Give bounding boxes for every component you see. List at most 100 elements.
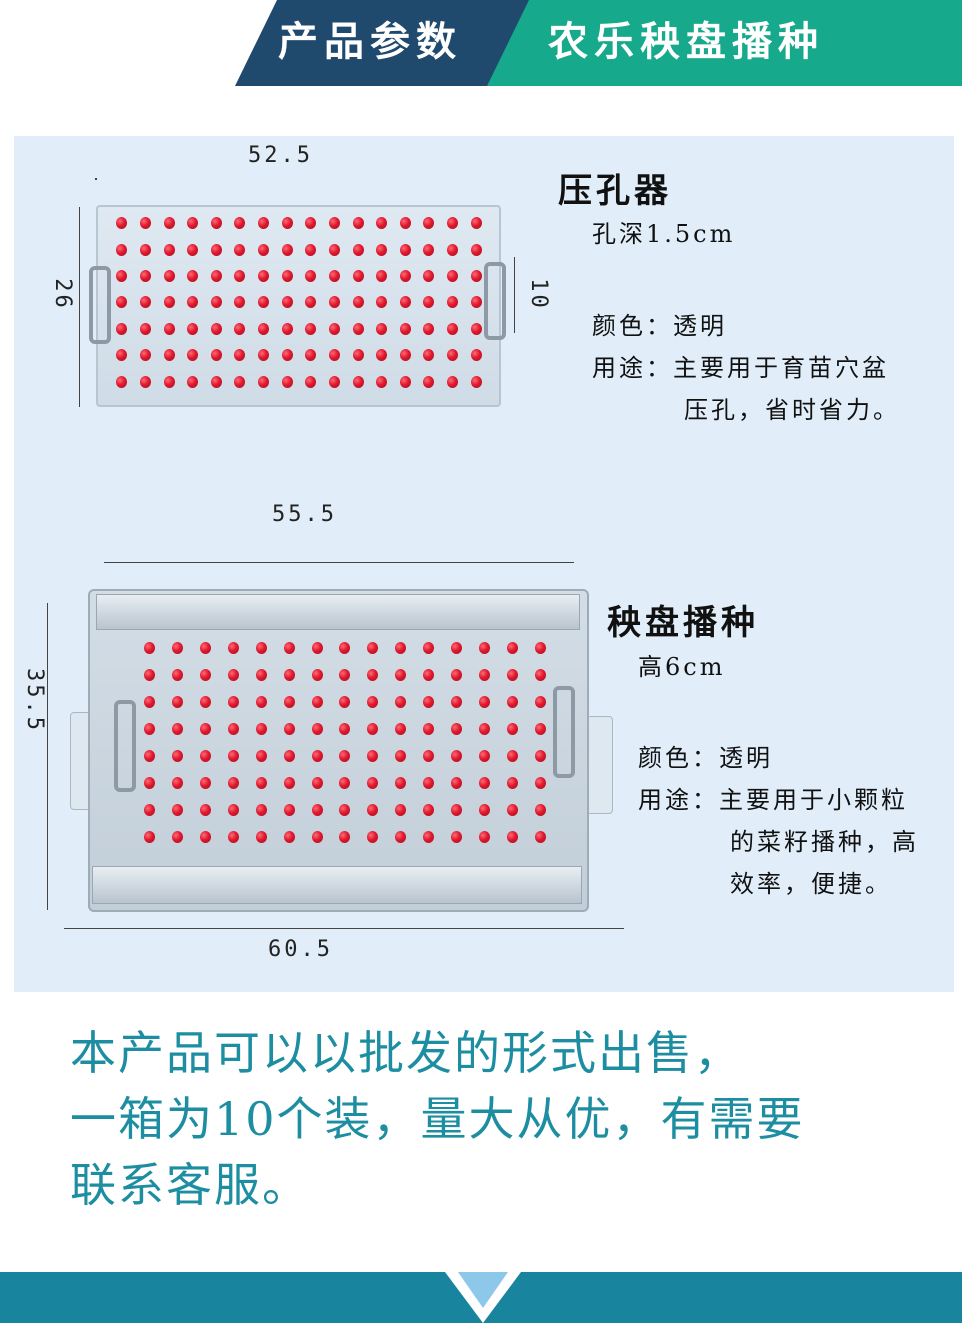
pin-dot (144, 641, 156, 654)
pin-dot (163, 270, 175, 283)
pin-dot (200, 668, 212, 681)
pin-dot (281, 296, 293, 309)
tray-pin-grid (136, 634, 554, 850)
pin-dot (255, 830, 267, 843)
pin-dot (423, 270, 435, 283)
pin-dot (281, 270, 293, 283)
pin-dot (311, 695, 323, 708)
pin-dot (339, 803, 351, 816)
pin-dot (163, 217, 175, 230)
pin-dot (395, 749, 407, 762)
pin-dot (187, 322, 199, 335)
pin-dot (144, 803, 156, 816)
pin-dot (367, 722, 379, 735)
pin-dot (283, 776, 295, 789)
pin-dot (163, 322, 175, 335)
pin-dot (506, 668, 518, 681)
pin-dot (144, 776, 156, 789)
pin-dot (172, 803, 184, 816)
pin-dot (447, 270, 459, 283)
pin-dot (367, 641, 379, 654)
pin-dot (376, 322, 388, 335)
pin-dot (139, 375, 151, 388)
pin-dot (311, 641, 323, 654)
pin-dot (395, 641, 407, 654)
pin-dot (395, 830, 407, 843)
pin-dot (305, 322, 317, 335)
pin-dot (423, 322, 435, 335)
pin-dot (339, 830, 351, 843)
pin-dot (423, 349, 435, 362)
pin-dot (352, 296, 364, 309)
pin-dot (376, 349, 388, 362)
product2-usage-line3: 效率，便捷。 (730, 870, 892, 898)
pin-dot (447, 296, 459, 309)
pin-dot (447, 243, 459, 256)
pin-dot (258, 296, 270, 309)
pin-dot (116, 349, 128, 362)
pin-dot (200, 830, 212, 843)
pin-dot (328, 270, 340, 283)
pin-dot (352, 270, 364, 283)
pin-dot (258, 217, 270, 230)
pin-dot (534, 749, 546, 762)
pin-dot (506, 695, 518, 708)
pin-dot (311, 776, 323, 789)
dibber-handle-left (89, 266, 111, 344)
dim-tray-height-line (47, 603, 48, 910)
wholesale-notice-line3: 联系客服。 (70, 1158, 310, 1212)
pin-dot (395, 722, 407, 735)
pin-dot (470, 296, 482, 309)
pin-dot (187, 296, 199, 309)
wholesale-notice-line1: 本产品可以以批发的形式出售， (70, 1026, 742, 1080)
pin-dot (187, 270, 199, 283)
pin-dot (423, 776, 435, 789)
dim-inner-width-label: 55.5 (272, 502, 337, 527)
pin-dot (447, 349, 459, 362)
pin-dot (163, 296, 175, 309)
pin-dot (172, 749, 184, 762)
pin-dot (172, 830, 184, 843)
pin-dot (470, 375, 482, 388)
pin-dot (163, 349, 175, 362)
pin-dot (423, 641, 435, 654)
pin-dot (534, 722, 546, 735)
dim-tray-height-label: 35.5 (21, 668, 47, 733)
pin-dot (234, 322, 246, 335)
pin-dot (228, 668, 240, 681)
pin-dot (258, 270, 270, 283)
pin-dot (187, 243, 199, 256)
pin-dot (283, 695, 295, 708)
pin-dot (423, 668, 435, 681)
pin-dot (328, 296, 340, 309)
pin-dot (210, 217, 222, 230)
pin-dot (305, 243, 317, 256)
pin-dot (305, 349, 317, 362)
pin-dot (139, 243, 151, 256)
pin-dot (283, 668, 295, 681)
pin-dot (116, 296, 128, 309)
pin-dot (116, 217, 128, 230)
pin-dot (283, 722, 295, 735)
pin-dot (352, 375, 364, 388)
pin-dot (450, 668, 462, 681)
pin-dot (258, 243, 270, 256)
pin-dot (376, 296, 388, 309)
pin-dot (144, 722, 156, 735)
pin-dot (399, 243, 411, 256)
pin-dot (234, 217, 246, 230)
pin-dot (139, 296, 151, 309)
pin-dot (163, 375, 175, 388)
pin-dot (506, 803, 518, 816)
pin-dot (423, 296, 435, 309)
pin-dot (399, 375, 411, 388)
wholesale-notice-line2: 一箱为10个装，量大从优，有需要 (70, 1092, 805, 1146)
pin-dot (255, 749, 267, 762)
pin-dot (506, 641, 518, 654)
pin-dot (255, 776, 267, 789)
pin-dot (144, 830, 156, 843)
pin-dot (367, 749, 379, 762)
pin-dot (339, 668, 351, 681)
pin-dot (376, 375, 388, 388)
pin-dot (163, 243, 175, 256)
